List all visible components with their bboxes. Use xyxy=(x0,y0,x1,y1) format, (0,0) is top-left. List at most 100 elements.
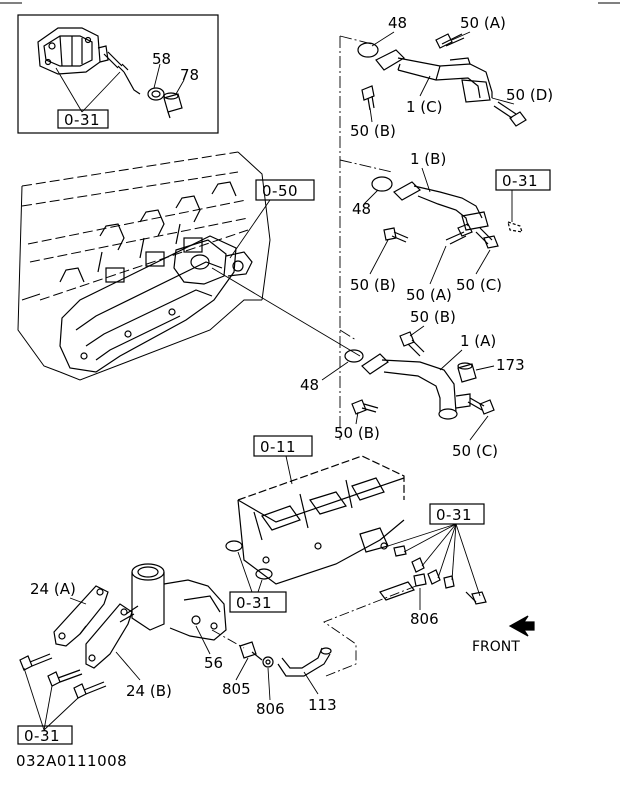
pipe-1B xyxy=(393,181,489,231)
guide-fittings xyxy=(211,629,245,649)
stud-mid xyxy=(507,221,523,233)
fitting-173 xyxy=(457,362,477,383)
ref-box-011 xyxy=(253,435,313,457)
ref-031-right: 0-31 xyxy=(436,506,472,524)
inset-clamp-58 xyxy=(147,87,165,101)
label-24B: 24 (B) xyxy=(126,682,172,700)
front-arrow-icon xyxy=(508,615,535,637)
leader-031-center-b xyxy=(257,579,263,593)
inset-frame xyxy=(17,14,219,134)
pipe-1A xyxy=(361,353,471,420)
bolts-lower-left xyxy=(19,653,107,699)
leader-050 xyxy=(229,199,271,259)
leader-50B-low xyxy=(355,411,359,425)
gasket-48-top xyxy=(357,42,379,58)
bolt-50B-mid xyxy=(383,227,409,243)
label-113: 113 xyxy=(308,696,337,714)
ref-box-bottom xyxy=(17,725,73,745)
label-50A-top: 50 (A) xyxy=(460,14,506,32)
engine-block-outline xyxy=(17,151,271,381)
leader-58 xyxy=(153,63,161,89)
water-outlet-housing xyxy=(119,563,227,641)
label-1A: 1 (A) xyxy=(460,332,496,350)
bolt-set-right xyxy=(387,523,481,597)
gasket-left xyxy=(225,540,243,552)
leader-inset-b xyxy=(81,71,121,113)
gasket-48-mid xyxy=(371,176,393,192)
hose-113 xyxy=(277,647,332,677)
leaders-031-bottom xyxy=(23,667,79,731)
ref-inset-031: 0-31 xyxy=(64,111,100,129)
label-50B-top: 50 (B) xyxy=(350,122,396,140)
leader-50B-mid xyxy=(369,239,389,275)
leader-011 xyxy=(285,455,293,485)
label-48-mid: 48 xyxy=(352,200,371,218)
ref-box-inset xyxy=(57,109,109,129)
label-1C: 1 (C) xyxy=(406,98,443,116)
leader-78 xyxy=(175,79,185,95)
guide-branches xyxy=(339,35,393,341)
leader-50A-top xyxy=(451,31,471,41)
leader-inset-a xyxy=(55,67,83,113)
ref-011: 0-11 xyxy=(260,438,296,456)
label-78: 78 xyxy=(180,66,199,84)
bolt-50C-mid xyxy=(475,227,499,249)
label-58: 58 xyxy=(152,50,171,68)
label-50D: 50 (D) xyxy=(506,86,553,104)
leader-113 xyxy=(303,671,319,695)
label-50B-low: 50 (B) xyxy=(334,424,380,442)
leader-806-bottom xyxy=(267,667,271,701)
ref-031-center: 0-31 xyxy=(236,594,272,612)
cylinder-head xyxy=(237,455,405,585)
label-805: 805 xyxy=(222,680,251,698)
ref-031-mid: 0-31 xyxy=(502,172,538,190)
leader-805 xyxy=(235,657,249,681)
bolt-50B-low xyxy=(351,399,379,415)
bolt-50A-mid xyxy=(445,223,473,245)
bolt-50B-top xyxy=(361,85,375,111)
bolt-50C-low xyxy=(467,397,495,415)
pipe-1C xyxy=(375,49,493,103)
leader-173 xyxy=(475,365,495,371)
bolt-50B-low-top xyxy=(399,331,425,357)
label-173: 173 xyxy=(496,356,525,374)
label-50B-low-top: 50 (B) xyxy=(410,308,456,326)
leader-48-low xyxy=(321,361,349,381)
fitting-806-bottom xyxy=(262,656,274,668)
label-50C-low: 50 (C) xyxy=(452,442,498,460)
ref-box-mid xyxy=(495,169,551,191)
exhaust-manifold xyxy=(59,181,253,373)
leader-1B xyxy=(421,167,431,193)
leader-50B-top xyxy=(369,107,373,123)
label-50C-mid: 50 (C) xyxy=(456,276,502,294)
leader-48-top xyxy=(371,31,395,47)
bracket-24A xyxy=(53,585,109,647)
guide-hose xyxy=(323,585,417,677)
gasket-right xyxy=(255,568,273,580)
leader-031-center-a xyxy=(237,551,253,593)
label-50A-mid: 50 (A) xyxy=(406,286,452,304)
label-806-bottom: 806 xyxy=(256,700,285,718)
bolts-right xyxy=(380,542,487,605)
label-24A: 24 (A) xyxy=(30,580,76,598)
connector-manifold-pipe xyxy=(211,267,361,357)
leader-24B xyxy=(115,651,141,681)
ref-050: 0-50 xyxy=(262,182,298,200)
ref-031-bottom: 0-31 xyxy=(24,727,60,745)
ref-box-050 xyxy=(255,179,315,201)
leader-50C-mid xyxy=(475,249,491,275)
label-50B-mid: 50 (B) xyxy=(350,276,396,294)
inset-turbo-housing xyxy=(37,27,129,75)
leader-50D xyxy=(491,97,515,105)
fitting-806-right xyxy=(379,573,427,601)
fitting-805 xyxy=(239,641,263,661)
leader-50B-low-top xyxy=(409,325,425,337)
label-front: FRONT xyxy=(472,639,520,655)
label-806-right: 806 xyxy=(410,610,439,628)
bolt-50D xyxy=(493,101,527,127)
label-56: 56 xyxy=(204,654,223,672)
inset-pipe-end xyxy=(123,71,141,95)
leader-48-mid xyxy=(363,189,379,205)
